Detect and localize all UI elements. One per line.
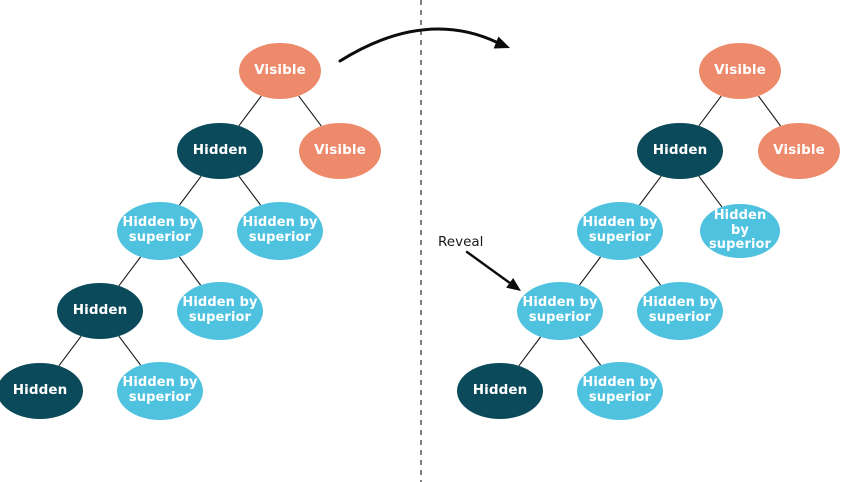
node-visible[interactable]: Visible (699, 43, 781, 99)
node-visible[interactable]: Visible (239, 43, 321, 99)
node-hidden[interactable]: Hidden (57, 283, 143, 339)
node-label: Visible (714, 62, 766, 79)
tree-edge (238, 175, 262, 206)
tree-edge (238, 95, 262, 127)
node-visible[interactable]: Visible (758, 123, 840, 179)
tree-edge (518, 336, 542, 367)
node-label: Visible (254, 62, 306, 79)
node-hidden-by-superior[interactable]: Hidden by superior (117, 362, 203, 420)
tree-edge (118, 256, 142, 287)
node-hidden-by-superior[interactable]: Hidden by superior (117, 202, 203, 260)
node-hidden[interactable]: Hidden (457, 363, 543, 419)
node-label: Hidden (192, 142, 248, 159)
tree-edge (298, 95, 322, 127)
tree-edge (178, 175, 202, 206)
node-label: Hidden (72, 302, 128, 319)
tree-edge (118, 335, 142, 366)
node-label: Hidden (472, 382, 528, 399)
node-hidden[interactable]: Hidden (0, 363, 83, 419)
tree-edge (698, 95, 722, 127)
node-label: Hidden by superior (582, 215, 658, 245)
node-label: Hidden (12, 382, 68, 399)
node-label: Visible (314, 142, 366, 159)
node-hidden-by-superior[interactable]: Hidden by superior (517, 282, 603, 340)
node-label: Hidden by superior (522, 295, 598, 325)
node-visible[interactable]: Visible (299, 123, 381, 179)
node-hidden-by-superior[interactable]: Hidden by superior (177, 282, 263, 340)
node-label: Hidden (652, 142, 708, 159)
node-label: Hidden by superior (182, 295, 258, 325)
node-hidden[interactable]: Hidden (177, 123, 263, 179)
node-label: Hidden by superior (122, 375, 198, 405)
node-hidden-by-superior[interactable]: Hidden by superior (700, 204, 780, 258)
node-hidden-by-superior[interactable]: Hidden by superior (637, 282, 723, 340)
node-label: Hidden by superior (708, 208, 772, 253)
tree-edge (638, 175, 662, 206)
node-label: Hidden by superior (642, 295, 718, 325)
node-hidden-by-superior[interactable]: Hidden by superior (577, 362, 663, 420)
tree-edge (698, 175, 723, 208)
tree-edge (578, 256, 602, 286)
tree-edge (758, 95, 781, 127)
node-label: Hidden by superior (122, 215, 198, 245)
curved-transform-arrow (338, 27, 510, 63)
tree-edge (58, 335, 82, 367)
node-label: Visible (773, 142, 825, 159)
node-label: Hidden by superior (582, 375, 658, 405)
tree-edge (178, 256, 202, 286)
node-hidden-by-superior[interactable]: Hidden by superior (577, 202, 663, 260)
reveal-annotation-label: Reveal (438, 234, 484, 250)
node-hidden-by-superior[interactable]: Hidden by superior (237, 202, 323, 260)
node-hidden[interactable]: Hidden (637, 123, 723, 179)
tree-edges (58, 95, 781, 367)
tree-edge (638, 256, 662, 286)
node-label: Hidden by superior (242, 215, 318, 245)
tree-edge (578, 336, 602, 366)
reveal-pointer-arrow (465, 250, 521, 291)
